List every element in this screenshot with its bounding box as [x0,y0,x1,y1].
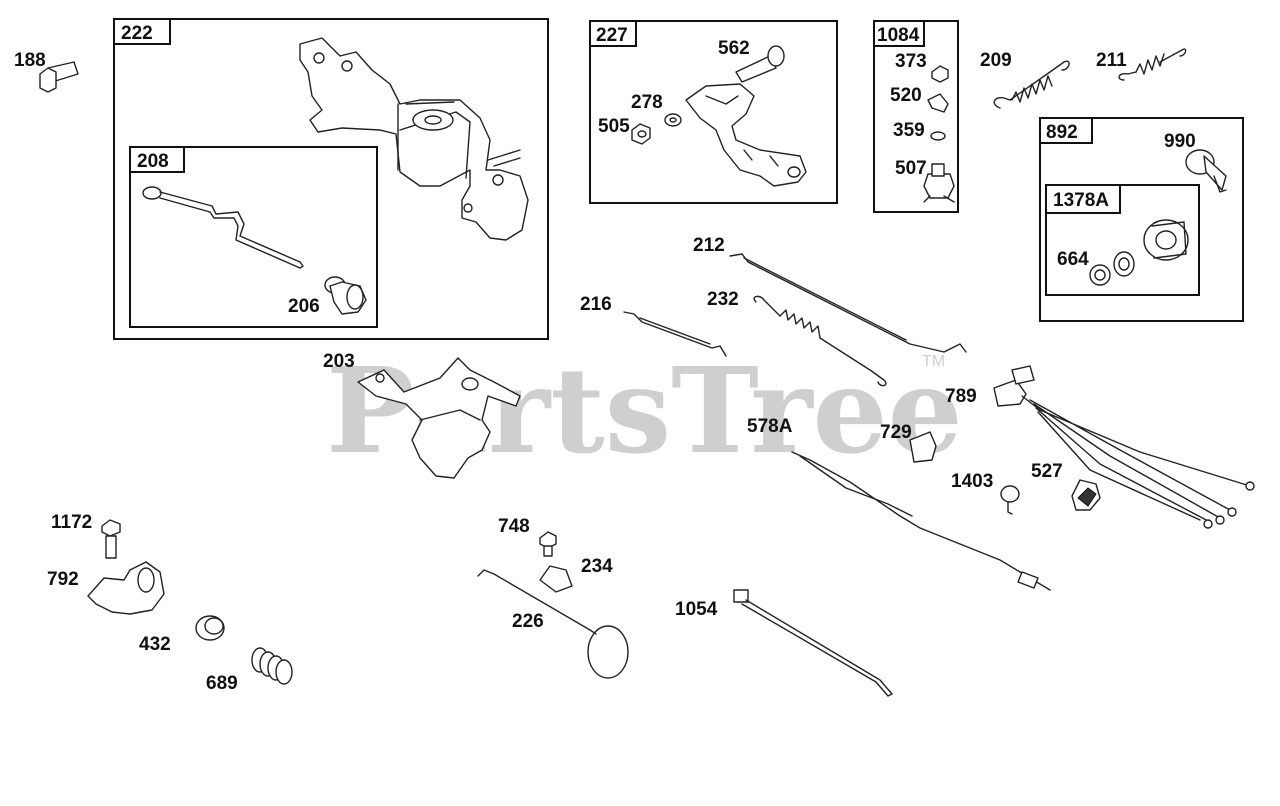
washer-278-part[interactable] [664,113,682,127]
bolt-188-part[interactable] [39,61,79,93]
clip-520-part[interactable] [927,93,949,113]
part-label-226[interactable]: 226 [512,611,544,632]
part-label-234[interactable]: 234 [581,556,613,577]
part-label-689[interactable]: 689 [206,673,238,694]
nut-664-part[interactable] [1089,264,1111,286]
part-label-748[interactable]: 748 [498,516,530,537]
part-label-505[interactable]: 505 [598,116,630,137]
screw-1403-part[interactable] [1000,485,1020,515]
bracket-792-part[interactable] [87,561,165,615]
part-label-209[interactable]: 209 [980,50,1012,71]
clip-234-part[interactable] [539,565,573,593]
part-labels: 188 206 562 278 505 373 520 359 507 209 … [14,38,1196,694]
screw-748-part[interactable] [539,531,557,557]
assembly-box-227[interactable]: 227 [589,20,838,204]
part-label-578a[interactable]: 578A [747,416,793,437]
part-label-1054[interactable]: 1054 [675,599,718,620]
part-label-507[interactable]: 507 [895,158,927,179]
assembly-box-222[interactable]: 222 [113,18,549,340]
bolt-1172-part[interactable] [101,519,121,559]
part-label-1403[interactable]: 1403 [951,471,993,492]
box-label-208: 208 [137,151,169,172]
rod-226-part[interactable] [477,569,629,679]
part-label-562[interactable]: 562 [718,38,750,59]
part-label-211[interactable]: 211 [1096,50,1127,71]
shoulder-bolt-562-part[interactable] [735,45,785,83]
part-label-432[interactable]: 432 [139,634,171,655]
part-label-278[interactable]: 278 [631,92,663,113]
extension-spring-209-part[interactable] [993,60,1070,109]
wire-harness-789-part[interactable] [993,365,1255,529]
rod-212-part[interactable] [729,253,967,353]
spring-232-part[interactable] [753,295,887,387]
clip-527-part[interactable] [1071,479,1101,511]
rod-216-part[interactable] [623,311,727,357]
switch-507-part[interactable] [923,163,955,203]
part-label-373[interactable]: 373 [895,51,927,72]
part-label-527[interactable]: 527 [1031,461,1063,482]
box-label-227: 227 [596,25,628,46]
part-label-792[interactable]: 792 [47,569,79,590]
part-label-664[interactable]: 664 [1057,249,1089,270]
part-label-1172[interactable]: 1172 [51,512,92,533]
part-label-520[interactable]: 520 [890,85,922,106]
nut-505-part[interactable] [631,123,651,145]
assembly-box-892[interactable]: 892 [1039,117,1244,322]
governor-arm-knob-part[interactable] [324,276,367,315]
extension-spring-211-part[interactable] [1118,48,1187,81]
throttle-bracket-part[interactable] [299,37,529,241]
compression-spring-689-part[interactable] [251,647,293,685]
governor-link-rod-part[interactable] [142,186,304,269]
cable-578a-part[interactable] [791,451,1051,591]
part-label-359[interactable]: 359 [893,120,925,141]
part-label-729[interactable]: 729 [880,422,912,443]
connector-729-part[interactable] [909,431,937,463]
assembly-box-1378a[interactable]: 1378A [1045,184,1200,296]
part-label-232[interactable]: 232 [707,289,739,310]
control-bracket-203-part[interactable] [357,357,521,479]
watermark-trademark: TM [922,353,945,370]
bushing-432-part[interactable] [195,615,225,641]
box-label-1378a: 1378A [1053,190,1109,211]
cable-tie-1054-part[interactable] [733,589,893,697]
nut-373-part[interactable] [931,65,949,83]
part-label-203[interactable]: 203 [323,351,355,372]
control-lever-part[interactable] [685,83,807,187]
part-label-212[interactable]: 212 [693,235,725,256]
ignition-key-990-part[interactable] [1185,149,1227,193]
part-label-789[interactable]: 789 [945,386,977,407]
part-label-990[interactable]: 990 [1164,131,1196,152]
part-label-188[interactable]: 188 [14,50,46,71]
box-label-222: 222 [121,23,153,44]
part-label-206[interactable]: 206 [288,296,320,317]
washer-359-part[interactable] [930,131,946,141]
lock-washer-part[interactable] [1113,251,1135,277]
part-label-216[interactable]: 216 [580,294,612,315]
assembly-box-1084[interactable]: 1084 [873,20,959,213]
ignition-switch-part[interactable] [1143,219,1189,261]
box-label-892: 892 [1046,122,1078,143]
box-label-1084: 1084 [877,25,920,46]
